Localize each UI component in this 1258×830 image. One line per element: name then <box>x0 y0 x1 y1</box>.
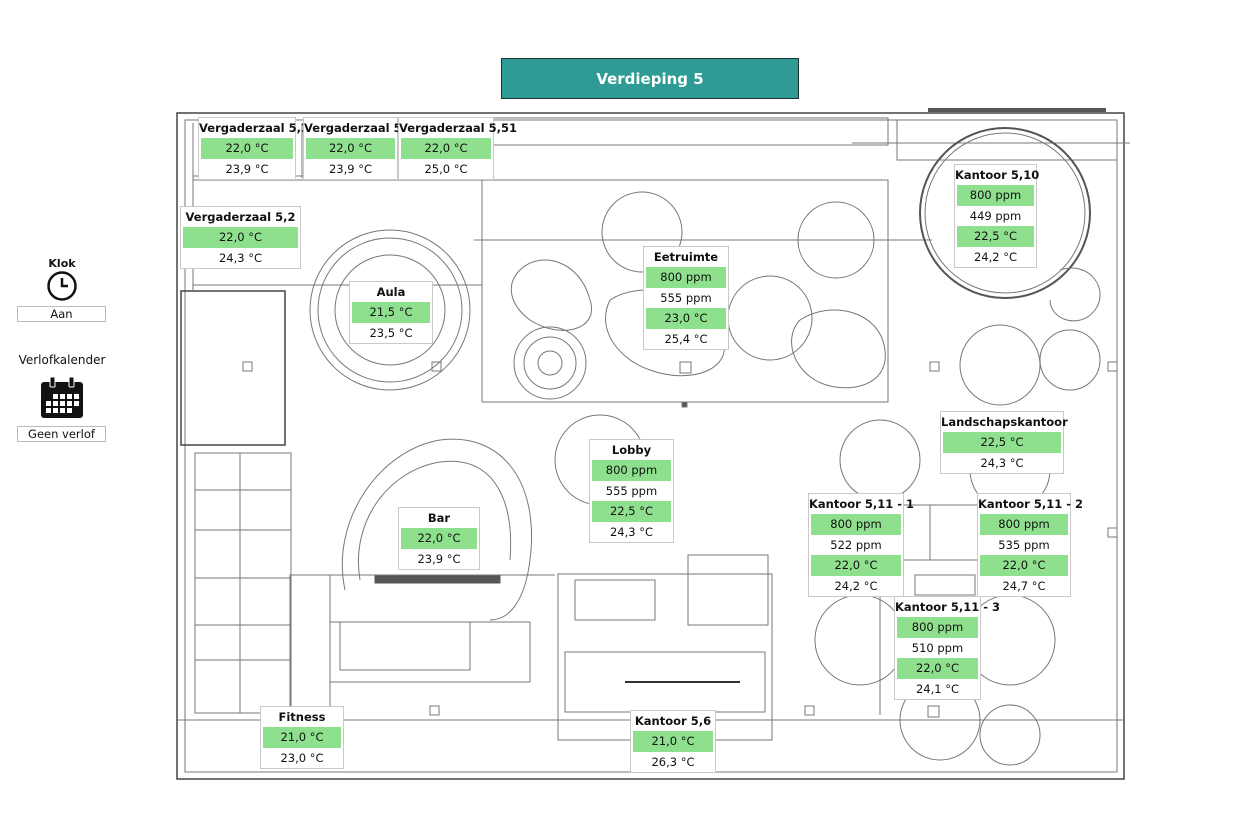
room-name: Lobby <box>611 443 652 457</box>
leave-calendar-status[interactable]: Geen verlof <box>17 426 106 442</box>
setpoint-temperature-value[interactable]: 22,0 °C <box>897 658 978 679</box>
setpoint-co2-value[interactable]: 800 ppm <box>980 514 1068 535</box>
room-name: Vergaderzaal 5,51 <box>399 121 517 135</box>
room-name: Kantoor 5,10 <box>955 168 1040 182</box>
setpoint-temperature-value[interactable]: 22,0 °C <box>183 227 298 248</box>
room-name: Kantoor 5,11 - 3 <box>895 600 1000 614</box>
room-card-vergaderzaal-5-3[interactable]: Vergaderzaal 5,3 22,0 °C 23,9 °C <box>198 117 309 180</box>
measured-co2-value: 449 ppm <box>969 208 1022 223</box>
room-name: Kantoor 5,11 - 1 <box>809 497 914 511</box>
room-card-kantoor-5-11-2[interactable]: Kantoor 5,11 - 2 800 ppm 535 ppm 22,0 °C 24,… <box>977 493 1083 597</box>
setpoint-temperature-value[interactable]: 22,5 °C <box>943 432 1061 453</box>
measured-temperature-value: 23,9 °C <box>225 161 269 176</box>
measured-temperature-value: 24,7 °C <box>1002 578 1046 593</box>
room-name: Landschapskantoor <box>941 415 1068 429</box>
measured-temperature-value: 23,9 °C <box>328 161 373 176</box>
clock-status[interactable]: Aan <box>17 306 106 322</box>
room-card-lobby[interactable]: Lobby 800 ppm 555 ppm 22,5 °C 24,3 °C <box>589 439 674 543</box>
measured-temperature-value: 25,0 °C <box>424 161 468 176</box>
measured-temperature-value: 23,5 °C <box>369 325 413 340</box>
measured-co2-value: 555 ppm <box>605 483 658 498</box>
room-card-fitness[interactable]: Fitness 21,0 °C 23,0 °C <box>260 706 344 769</box>
room-name: Fitness <box>278 710 326 724</box>
room-name: Bar <box>427 511 451 525</box>
measured-temperature-value: 24,2 °C <box>834 578 878 593</box>
measured-co2-value: 510 ppm <box>911 640 964 655</box>
measured-co2-value: 522 ppm <box>830 537 882 552</box>
room-name: Kantoor 5,6 <box>634 714 712 728</box>
setpoint-temperature-value[interactable]: 22,0 °C <box>306 138 395 159</box>
room-card-aula[interactable]: Aula 21,5 °C 23,5 °C <box>349 281 433 344</box>
setpoint-temperature-value[interactable]: 22,5 °C <box>592 501 671 522</box>
leave-calendar-label: Verlofkalender <box>18 353 106 367</box>
room-card-eetruimte[interactable]: Eetruimte 800 ppm 555 ppm 23,0 °C 25,4 °C <box>643 246 729 350</box>
room-card-vergaderzaal-5-4[interactable]: Vergaderzaal 5,4 22,0 °C 23,9 °C <box>303 117 414 180</box>
setpoint-temperature-value[interactable]: 22,0 °C <box>201 138 293 159</box>
setpoint-temperature-value[interactable]: 22,0 °C <box>401 138 491 159</box>
measured-temperature-value: 24,3 °C <box>980 455 1024 470</box>
measured-temperature-value: 24,3 °C <box>218 250 263 265</box>
setpoint-temperature-value[interactable]: 22,0 °C <box>811 555 901 576</box>
room-name: Vergaderzaal 5,2 <box>185 210 296 224</box>
calendar-icon <box>40 376 84 419</box>
setpoint-co2-value[interactable]: 800 ppm <box>592 460 671 481</box>
setpoint-co2-value[interactable]: 800 ppm <box>897 617 978 638</box>
room-name: Vergaderzaal 5,4 <box>304 121 414 135</box>
room-card-vergaderzaal-5-51[interactable]: Vergaderzaal 5,51 22,0 °C 25,0 °C <box>398 117 517 180</box>
measured-co2-value: 535 ppm <box>998 537 1050 552</box>
measured-temperature-value: 24,2 °C <box>973 249 1018 264</box>
room-card-vergaderzaal-5-2[interactable]: Vergaderzaal 5,2 22,0 °C 24,3 °C <box>180 206 301 269</box>
measured-temperature-value: 25,4 °C <box>664 331 708 346</box>
room-card-kantoor-5-6[interactable]: Kantoor 5,6 21,0 °C 26,3 °C <box>630 710 716 773</box>
measured-temperature-value: 23,0 °C <box>280 750 324 765</box>
room-name: Kantoor 5,11 - 2 <box>978 497 1083 511</box>
room-card-kantoor-5-11-1[interactable]: Kantoor 5,11 - 1 800 ppm 522 ppm 22,0 °C 24,… <box>808 493 914 597</box>
room-card-kantoor-5-10[interactable]: Kantoor 5,10 800 ppm 449 ppm 22,5 °C 24,2 °C <box>954 164 1040 268</box>
room-name: Eetruimte <box>653 250 719 264</box>
measured-temperature-value: 26,3 °C <box>651 754 695 769</box>
clock-label: Klok <box>48 257 76 270</box>
measured-co2-value: 555 ppm <box>660 290 712 305</box>
setpoint-co2-value[interactable]: 800 ppm <box>811 514 901 535</box>
setpoint-temperature-value[interactable]: 22,5 °C <box>957 226 1034 247</box>
room-name: Vergaderzaal 5,3 <box>199 121 309 135</box>
measured-temperature-value: 23,9 °C <box>417 551 461 566</box>
floor-title: Verdieping 5 <box>596 69 704 88</box>
setpoint-temperature-value[interactable]: 22,0 °C <box>980 555 1068 576</box>
room-card-bar[interactable]: Bar 22,0 °C 23,9 °C <box>398 507 480 570</box>
setpoint-temperature-value[interactable]: 21,0 °C <box>633 731 713 752</box>
room-card-landschapskantoor[interactable]: Landschapskantoor 22,5 °C 24,3 °C <box>940 411 1068 474</box>
measured-temperature-value: 24,3 °C <box>609 524 654 539</box>
setpoint-temperature-value[interactable]: 21,0 °C <box>263 727 341 748</box>
setpoint-temperature-value[interactable]: 22,0 °C <box>401 528 477 549</box>
measured-temperature-value: 24,1 °C <box>915 681 960 696</box>
setpoint-temperature-value[interactable]: 23,0 °C <box>646 308 726 329</box>
setpoint-temperature-value[interactable]: 21,5 °C <box>352 302 430 323</box>
floor-title-banner: Verdieping 5 <box>501 58 799 99</box>
setpoint-co2-value[interactable]: 800 ppm <box>957 185 1034 206</box>
setpoint-co2-value[interactable]: 800 ppm <box>646 267 726 288</box>
clock-icon <box>46 270 78 302</box>
room-name: Aula <box>376 285 406 299</box>
room-card-kantoor-5-11-3[interactable]: Kantoor 5,11 - 3 800 ppm 510 ppm 22,0 °C 24,… <box>894 596 1000 700</box>
